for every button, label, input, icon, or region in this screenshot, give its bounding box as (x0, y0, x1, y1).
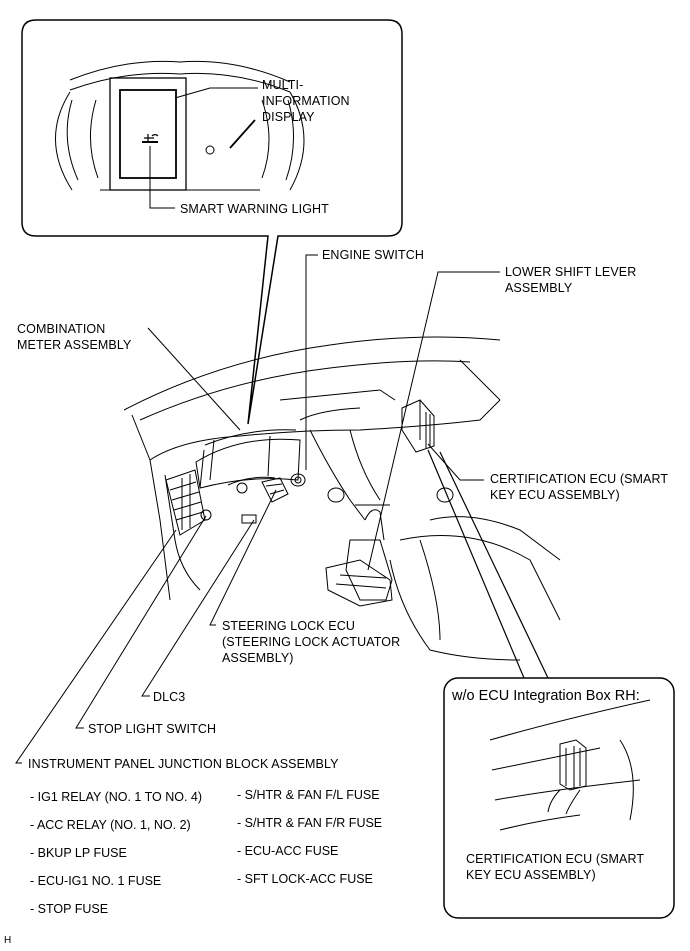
dlc3-label: DLC3 (153, 690, 186, 704)
shift-lever-assembly (325, 509, 393, 607)
inset-box-outline (443, 677, 675, 919)
dashboard-sketch (123, 336, 561, 661)
junction-item: - BKUP LP FUSE (30, 846, 127, 860)
inset-sketch (489, 699, 651, 831)
leader-stop-light-switch (75, 515, 207, 729)
steering-lock-ecu-label: STEERING LOCK ECU (STEERING LOCK ACTUATO… (222, 619, 401, 665)
leader-inset-b (427, 449, 525, 679)
figure-code: H (4, 935, 12, 946)
certification-ecu (401, 399, 435, 453)
leader-junction-block (15, 529, 177, 764)
combination-meter-label: COMBINATION METER ASSEMBLY (17, 322, 132, 352)
callout-box-outline (21, 19, 403, 425)
smart-warning-leader (149, 146, 175, 209)
leader-steering-lock-ecu (209, 489, 277, 626)
junction-item: - S/HTR & FAN F/R FUSE (237, 816, 383, 830)
smart-warning-light-label: SMART WARNING LIGHT (180, 202, 329, 216)
junction-item: - SFT LOCK-ACC FUSE (237, 872, 373, 886)
junction-item: - STOP FUSE (30, 902, 109, 916)
inset-certification-ecu-label: CERTIFICATION ECU (SMART KEY ECU ASSEMBL… (466, 852, 645, 882)
junction-item: - ECU-ACC FUSE (237, 844, 339, 858)
junction-block-label: INSTRUMENT PANEL JUNCTION BLOCK ASSEMBLY (28, 757, 339, 771)
junction-item: - IG1 RELAY (NO. 1 TO NO. 4) (30, 790, 203, 804)
leader-certification-ecu (427, 443, 484, 481)
multi-information-display-label: MULTI- INFORMATION DISPLAY (262, 78, 350, 124)
certification-ecu-label: CERTIFICATION ECU (SMART KEY ECU ASSEMBL… (490, 472, 669, 502)
leader-inset-a (439, 451, 549, 679)
leader-dlc3 (141, 519, 255, 697)
stop-light-switch-label: STOP LIGHT SWITCH (88, 722, 217, 736)
combination-meter-closeup (55, 60, 305, 209)
multi-info-leader (174, 87, 258, 99)
leader-lower-shift-lever (367, 271, 500, 571)
engine-switch-label: ENGINE SWITCH (322, 248, 424, 262)
leader-lines (15, 254, 549, 764)
junction-item: - ECU-IG1 NO. 1 FUSE (30, 874, 162, 888)
engine-switch (290, 473, 306, 487)
junction-block (165, 469, 212, 536)
steering-lock-ecu (261, 477, 289, 503)
leader-combination-meter (147, 327, 241, 431)
leader-engine-switch (305, 254, 318, 470)
junction-item: - ACC RELAY (NO. 1, NO. 2) (30, 818, 191, 832)
dlc3 (241, 514, 257, 524)
lower-shift-lever-label: LOWER SHIFT LEVER ASSEMBLY (505, 265, 637, 295)
junction-item: - S/HTR & FAN F/L FUSE (237, 788, 380, 802)
combination-meter (195, 429, 301, 494)
inset-title: w/o ECU Integration Box RH: (452, 688, 640, 704)
